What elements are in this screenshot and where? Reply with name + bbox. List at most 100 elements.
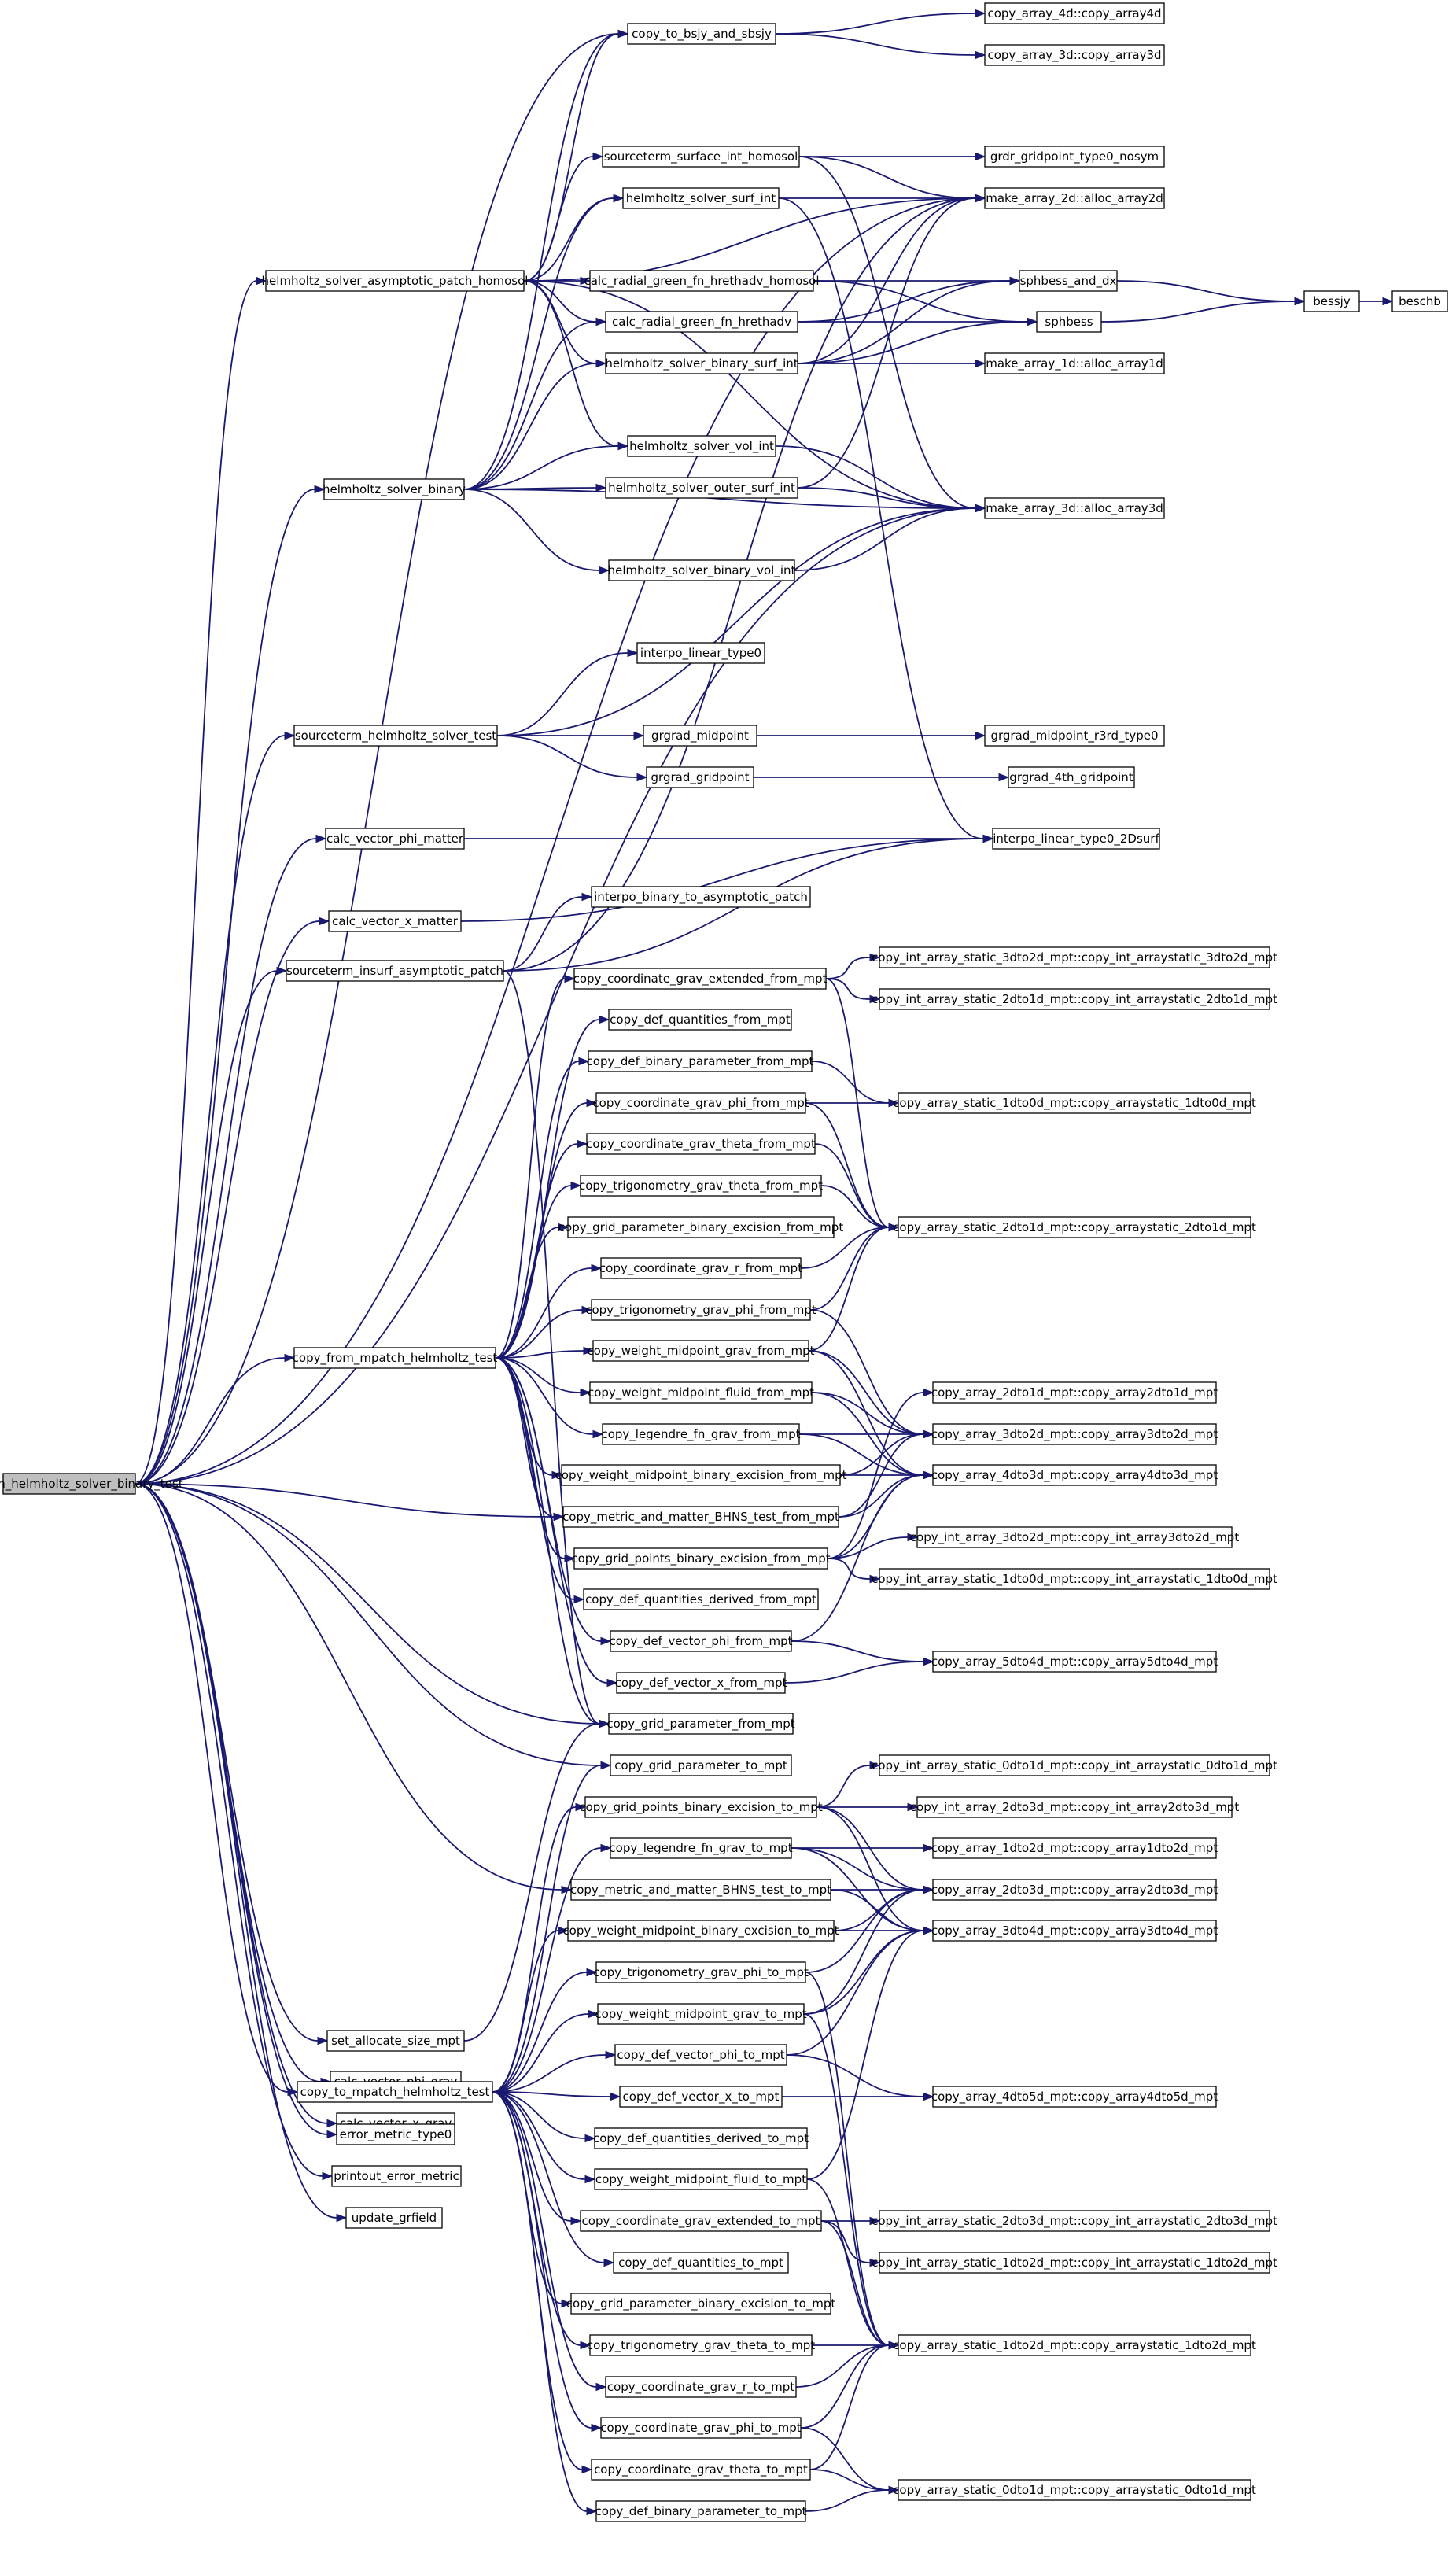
function-node-f_cdqd[interactable]: copy_def_quantities_derived_from_mpt bbox=[583, 1588, 819, 1610]
function-node-f_cgef[interactable]: copy_coordinate_grav_extended_from_mpt bbox=[573, 968, 828, 990]
function-node-f_cgp[interactable]: copy_grid_parameter_from_mpt bbox=[606, 1713, 795, 1735]
function-node-r_ca34[interactable]: copy_array_3dto4d_mpt::copy_array3dto4d_… bbox=[931, 1920, 1218, 1942]
function-node-ma1d[interactable]: make_array_1d::alloc_array1d bbox=[984, 352, 1165, 374]
function-node-ma3d[interactable]: make_array_3d::alloc_array3d bbox=[984, 497, 1165, 519]
function-node-crgh[interactable]: calc_radial_green_fn_hrethadv_homosol bbox=[584, 270, 820, 292]
function-node-r_ca12[interactable]: copy_array_1dto2d_mpt::copy_array1dto2d_… bbox=[931, 1837, 1218, 1859]
function-node-f_gpbe[interactable]: copy_grid_parameter_binary_excision_from… bbox=[558, 1216, 844, 1238]
function-node-t_cgp[interactable]: copy_grid_parameter_to_mpt bbox=[610, 1754, 792, 1776]
function-node-f_cdvx[interactable]: copy_def_vector_x_from_mpt bbox=[615, 1672, 787, 1694]
function-node-r_cia01[interactable]: copy_int_array_static_0dto1d_mpt::copy_i… bbox=[872, 1754, 1277, 1776]
function-node-t_cdqd[interactable]: copy_def_quantities_derived_to_mpt bbox=[593, 2127, 809, 2149]
function-node-t_ccgp[interactable]: copy_coordinate_grav_phi_to_mpt bbox=[600, 2417, 802, 2439]
function-node-beschb[interactable]: beschb bbox=[1391, 290, 1448, 312]
function-node-r_ca43[interactable]: copy_array_4dto3d_mpt::copy_array4dto3d_… bbox=[931, 1464, 1218, 1486]
function-node-t_cwmg[interactable]: copy_weight_midpoint_grav_to_mpt bbox=[595, 2003, 807, 2025]
function-node-cfmh[interactable]: copy_from_mpatch_helmholtz_test bbox=[293, 1347, 498, 1369]
function-node-il2d[interactable]: interpo_linear_type0_2Dsurf bbox=[992, 828, 1160, 850]
function-node-hsbsi[interactable]: helmholtz_solver_binary_surf_int bbox=[605, 352, 798, 374]
function-node-cvxm[interactable]: calc_vector_x_matter bbox=[328, 910, 462, 932]
function-node-sasm[interactable]: set_allocate_size_mpt bbox=[326, 2030, 465, 2052]
function-node-f_cdvp[interactable]: copy_def_vector_phi_from_mpt bbox=[609, 1630, 793, 1652]
function-node-f_cwmg[interactable]: copy_weight_midpoint_grav_from_mpt bbox=[587, 1340, 815, 1362]
function-node-hsvi[interactable]: helmholtz_solver_vol_int bbox=[627, 435, 776, 457]
function-node-r_ca54[interactable]: copy_array_5dto4d_mpt::copy_array5dto4d_… bbox=[931, 1651, 1218, 1673]
function-node-r_cia23[interactable]: copy_int_array_2dto3d_mpt::copy_int_arra… bbox=[910, 1796, 1240, 1818]
function-node-siap[interactable]: sourceterm_insurf_asymptotic_patch bbox=[286, 960, 504, 982]
function-node-gg4[interactable]: grgrad_4th_gridpoint bbox=[1008, 766, 1135, 788]
function-node-r_cas01[interactable]: copy_array_static_0dto1d_mpt::copy_array… bbox=[893, 2479, 1256, 2501]
function-node-t_cwmf[interactable]: copy_weight_midpoint_fluid_to_mpt bbox=[594, 2168, 808, 2190]
function-node-crg[interactable]: calc_radial_green_fn_hrethadv bbox=[605, 311, 798, 333]
function-node-t_ctgt[interactable]: copy_trigonometry_grav_theta_to_mpt bbox=[587, 2334, 815, 2356]
function-node-ugf[interactable]: update_grfield bbox=[345, 2207, 443, 2229]
function-node-hsb[interactable]: helmholtz_solver_binary bbox=[323, 478, 466, 500]
function-node-f_cmmb[interactable]: copy_metric_and_matter_BHNS_test_from_mp… bbox=[562, 1506, 839, 1528]
function-node-t_ccgr[interactable]: copy_coordinate_grav_r_to_mpt bbox=[605, 2376, 797, 2398]
function-node-r_cas10[interactable]: copy_array_static_1dto0d_mpt::copy_array… bbox=[893, 1092, 1256, 1114]
function-node-t_cmmb[interactable]: copy_metric_and_matter_BHNS_test_to_mpt bbox=[570, 1879, 831, 1901]
function-node-r_cias23[interactable]: copy_int_array_static_2dto3d_mpt::copy_i… bbox=[872, 2210, 1277, 2232]
function-node-t_gpbe[interactable]: copy_grid_parameter_binary_excision_to_m… bbox=[566, 2293, 836, 2315]
function-node-hsosi[interactable]: helmholtz_solver_outer_surf_int bbox=[605, 477, 798, 499]
function-node-bessjy[interactable]: bessjy bbox=[1303, 290, 1360, 312]
function-node-f_cgpb[interactable]: copy_grid_points_binary_excision_from_mp… bbox=[571, 1547, 831, 1570]
function-node-t_clfg[interactable]: copy_legendre_fn_grav_to_mpt bbox=[609, 1837, 793, 1859]
function-node-f_cdbp[interactable]: copy_def_binary_parameter_from_mpt bbox=[587, 1050, 814, 1072]
function-node-t_cwmb[interactable]: copy_weight_midpoint_binary_excision_to_… bbox=[562, 1920, 839, 1942]
function-node-r_cia10[interactable]: copy_int_array_static_1dto0d_mpt::copy_i… bbox=[872, 1568, 1277, 1590]
function-node-ssih[interactable]: sourceterm_surface_int_homosol bbox=[602, 146, 800, 168]
function-node-t_cgpb[interactable]: copy_grid_points_binary_excision_to_mpt bbox=[579, 1796, 823, 1818]
function-node-r_ca21[interactable]: copy_array_2dto1d_mpt::copy_array2dto1d_… bbox=[931, 1381, 1218, 1404]
function-node-t_ccge[interactable]: copy_coordinate_grav_extended_to_mpt bbox=[580, 2210, 822, 2232]
function-node-r_cia32[interactable]: copy_int_array_static_3dto2d_mpt::copy_i… bbox=[872, 946, 1277, 968]
function-node-ctmh[interactable]: copy_to_mpatch_helmholtz_test bbox=[297, 2081, 493, 2103]
function-node-t_cdq[interactable]: copy_def_quantities_to_mpt bbox=[613, 2252, 789, 2274]
function-node-f_cdq[interactable]: copy_def_quantities_from_mpt bbox=[608, 1009, 792, 1031]
function-node-r_ca32[interactable]: copy_array_3dto2d_mpt::copy_array3dto2d_… bbox=[931, 1423, 1218, 1445]
function-node-emt0[interactable]: error_metric_type0 bbox=[336, 2123, 455, 2145]
function-node-ggmr[interactable]: grgrad_midpoint_r3rd_type0 bbox=[984, 725, 1165, 747]
function-node-r_cas12[interactable]: copy_array_static_1dto2d_mpt::copy_array… bbox=[893, 2334, 1256, 2356]
function-node-f_ccgt[interactable]: copy_coordinate_grav_theta_from_mpt bbox=[586, 1133, 816, 1155]
function-node-shst[interactable]: sourceterm_helmholtz_solver_test bbox=[293, 725, 498, 747]
function-node-r_cia21[interactable]: copy_int_array_static_2dto1d_mpt::copy_i… bbox=[872, 988, 1277, 1010]
function-node-r_cia32b[interactable]: copy_int_array_3dto2d_mpt::copy_int_arra… bbox=[910, 1526, 1240, 1548]
function-node-r_cias12[interactable]: copy_int_array_static_1dto2d_mpt::copy_i… bbox=[872, 2252, 1277, 2274]
function-node-ca3d[interactable]: copy_array_3d::copy_array3d bbox=[984, 44, 1165, 66]
function-node-hsbvi[interactable]: helmholtz_solver_binary_vol_int bbox=[608, 559, 796, 581]
function-node-ggg[interactable]: grgrad_gridpoint bbox=[646, 766, 754, 788]
function-node-root[interactable]: iteration_helmholtz_solver_binary_test bbox=[0, 1473, 183, 1495]
function-node-f_clfg[interactable]: copy_legendre_fn_grav_from_mpt bbox=[601, 1423, 801, 1445]
function-node-gg0n[interactable]: grdr_gridpoint_type0_nosym bbox=[984, 146, 1165, 168]
function-node-ibap[interactable]: interpo_binary_to_asymptotic_patch bbox=[591, 886, 811, 908]
function-node-t_cdvp[interactable]: copy_def_vector_phi_to_mpt bbox=[614, 2044, 787, 2066]
function-node-cvpm[interactable]: calc_vector_phi_matter bbox=[325, 828, 465, 850]
call-edge-ctbs-to-ca4d bbox=[775, 9, 986, 35]
function-node-ca4d[interactable]: copy_array_4d::copy_array4d bbox=[984, 2, 1165, 24]
function-node-r_ca45[interactable]: copy_array_4dto5d_mpt::copy_array4dto5d_… bbox=[931, 2086, 1218, 2108]
function-node-ggm[interactable]: grgrad_midpoint bbox=[643, 725, 757, 747]
function-node-t_cdvx[interactable]: copy_def_vector_x_to_mpt bbox=[619, 2086, 783, 2108]
function-node-f_cwmf[interactable]: copy_weight_midpoint_fluid_from_mpt bbox=[588, 1381, 814, 1404]
function-node-f_ctgp[interactable]: copy_trigonometry_grav_phi_from_mpt bbox=[585, 1299, 816, 1321]
function-node-f_ctgt[interactable]: copy_trigonometry_grav_theta_from_mpt bbox=[579, 1175, 823, 1197]
function-node-hsaph[interactable]: helmholtz_solver_asymptotic_patch_homoso… bbox=[262, 270, 529, 292]
call-edge-f_ctgp-to-r_ca32 bbox=[809, 1309, 934, 1439]
function-node-sph[interactable]: sphbess bbox=[1036, 311, 1102, 333]
function-node-f_ccgp[interactable]: copy_coordinate_grav_phi_from_mpt bbox=[592, 1092, 809, 1114]
function-node-hssi[interactable]: helmholtz_solver_surf_int bbox=[622, 187, 780, 209]
function-node-ma2d[interactable]: make_array_2d::alloc_array2d bbox=[984, 187, 1165, 209]
function-node-f_ccgr[interactable]: copy_coordinate_grav_r_from_mpt bbox=[599, 1257, 802, 1279]
function-node-sdx[interactable]: sphbess_and_dx bbox=[1019, 270, 1118, 292]
function-node-r_ca23[interactable]: copy_array_2dto3d_mpt::copy_array2dto3d_… bbox=[931, 1879, 1218, 1901]
call-edge-shst-to-ilt0 bbox=[496, 648, 639, 736]
function-node-pem[interactable]: printout_error_metric bbox=[331, 2165, 462, 2187]
function-node-ilt0[interactable]: interpo_linear_type0 bbox=[636, 642, 765, 664]
function-node-ctbs[interactable]: copy_to_bsjy_and_sbsjy bbox=[627, 23, 776, 45]
function-node-t_cdbp[interactable]: copy_def_binary_parameter_to_mpt bbox=[595, 2500, 807, 2522]
function-node-t_ctgp[interactable]: copy_trigonometry_grav_phi_to_mpt bbox=[593, 1961, 809, 1983]
function-node-t_ccgt[interactable]: copy_coordinate_grav_theta_to_mpt bbox=[591, 2459, 811, 2481]
function-node-r_cas21[interactable]: copy_array_static_2dto1d_mpt::copy_array… bbox=[893, 1216, 1256, 1238]
function-node-f_cwmb[interactable]: copy_weight_midpoint_binary_excision_fro… bbox=[555, 1464, 847, 1486]
